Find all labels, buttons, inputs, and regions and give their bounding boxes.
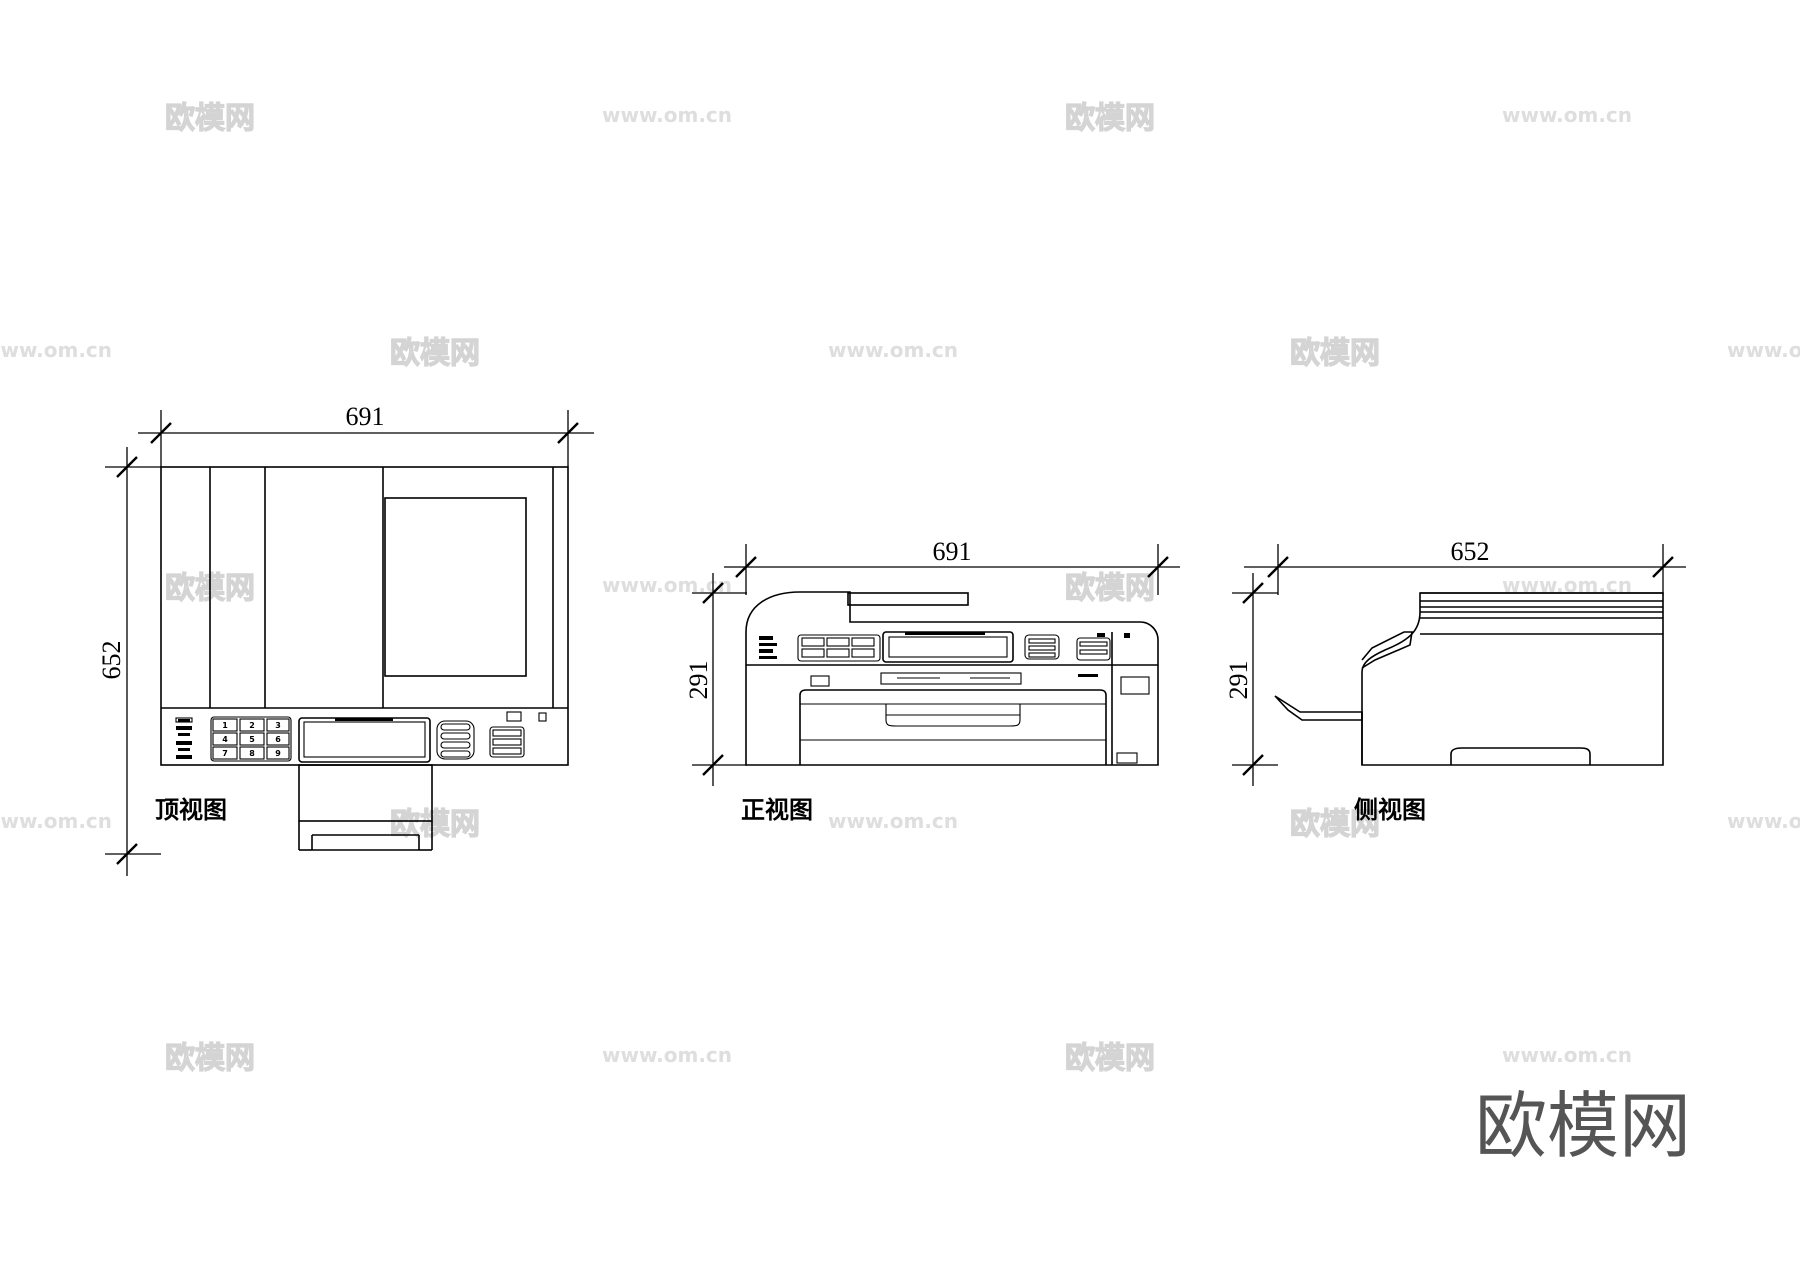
watermark-text: 欧模网 — [1065, 1041, 1155, 1076]
top-scanner-glass — [384, 497, 527, 677]
watermark-text: 欧模网 — [390, 336, 480, 371]
top-width-label: 691 — [346, 402, 385, 431]
front-width-dimension: 691 — [724, 537, 1180, 595]
watermark-url: www.om.cn — [1502, 103, 1632, 127]
top-keypad: 1 2 3 4 5 6 7 8 9 — [212, 718, 290, 760]
side-foot — [1450, 747, 1591, 765]
watermark-url: www.om.cn — [828, 338, 958, 362]
front-width-label: 691 — [933, 537, 972, 566]
top-depth-label: 652 — [97, 641, 126, 680]
front-view-label: 正视图 — [741, 796, 813, 824]
top-view: 691 652 — [97, 402, 594, 876]
top-paper-tray — [298, 764, 433, 851]
front-height-dimension: 291 — [684, 573, 747, 786]
watermark-url: www.om.cn — [602, 103, 732, 127]
front-control-panel — [759, 631, 1130, 677]
front-body-outline — [745, 591, 1159, 766]
keypad-key: 6 — [275, 735, 281, 744]
top-view-label: 顶视图 — [155, 796, 227, 824]
top-control-panel: 1 2 3 4 5 6 7 8 9 — [175, 711, 547, 763]
brand-logo-text: 欧模网 — [1475, 1084, 1691, 1168]
watermark-text: 欧模网 — [165, 101, 255, 136]
keypad-key: 8 — [249, 749, 255, 758]
front-usb-port — [810, 675, 830, 687]
front-output-slot — [880, 672, 1022, 685]
watermark-url: www.om.cn — [1502, 1043, 1632, 1067]
keypad-key: 4 — [222, 735, 228, 744]
watermark-url: www.om.cn — [602, 1043, 732, 1067]
front-height-label: 291 — [684, 661, 713, 700]
side-output-tray — [1274, 695, 1363, 721]
front-paper-cassette — [799, 689, 1107, 765]
keypad-key: 5 — [249, 735, 255, 744]
watermark-text: 欧模网 — [1065, 101, 1155, 136]
side-view: 652 291 侧视图 — [1224, 537, 1686, 824]
top-width-dimension: 691 — [138, 402, 594, 467]
side-view-label: 侧视图 — [1354, 796, 1426, 824]
top-depth-dimension: 652 — [97, 447, 161, 876]
side-height-dimension: 291 — [1224, 573, 1278, 786]
front-adf-tray — [847, 592, 969, 606]
watermark-text: 欧模网 — [1065, 571, 1155, 606]
keypad-key: 9 — [275, 749, 281, 758]
keypad-key: 1 — [222, 721, 228, 730]
side-depth-label: 652 — [1451, 537, 1490, 566]
side-height-label: 291 — [1224, 661, 1253, 700]
watermark-text: 欧模网 — [165, 1041, 255, 1076]
watermark-url: www.om.cn — [0, 809, 112, 833]
side-depth-dimension: 652 — [1244, 537, 1686, 595]
keypad-key: 3 — [275, 721, 281, 730]
watermark-url: www.om.cn — [1727, 338, 1800, 362]
top-lcd-frame — [298, 717, 431, 763]
watermark-text: 欧模网 — [1290, 807, 1380, 842]
keypad-key: 7 — [222, 749, 228, 758]
watermark-url: www.om.cn — [1727, 809, 1800, 833]
front-view: 691 291 — [684, 537, 1180, 824]
watermark-text: 欧模网 — [390, 807, 480, 842]
watermark-url: www.om.cn — [0, 338, 112, 362]
keypad-key: 2 — [249, 721, 255, 730]
watermark-url: www.om.cn — [828, 809, 958, 833]
front-card-slot — [1120, 676, 1150, 695]
watermark-text: 欧模网 — [1290, 336, 1380, 371]
watermark-layer: 欧模网 www.om.cn 欧模网 www.om.cn www.om.cn 欧模… — [0, 100, 1800, 1076]
front-power-button — [1116, 752, 1138, 764]
top-lcd-screen — [303, 721, 426, 758]
